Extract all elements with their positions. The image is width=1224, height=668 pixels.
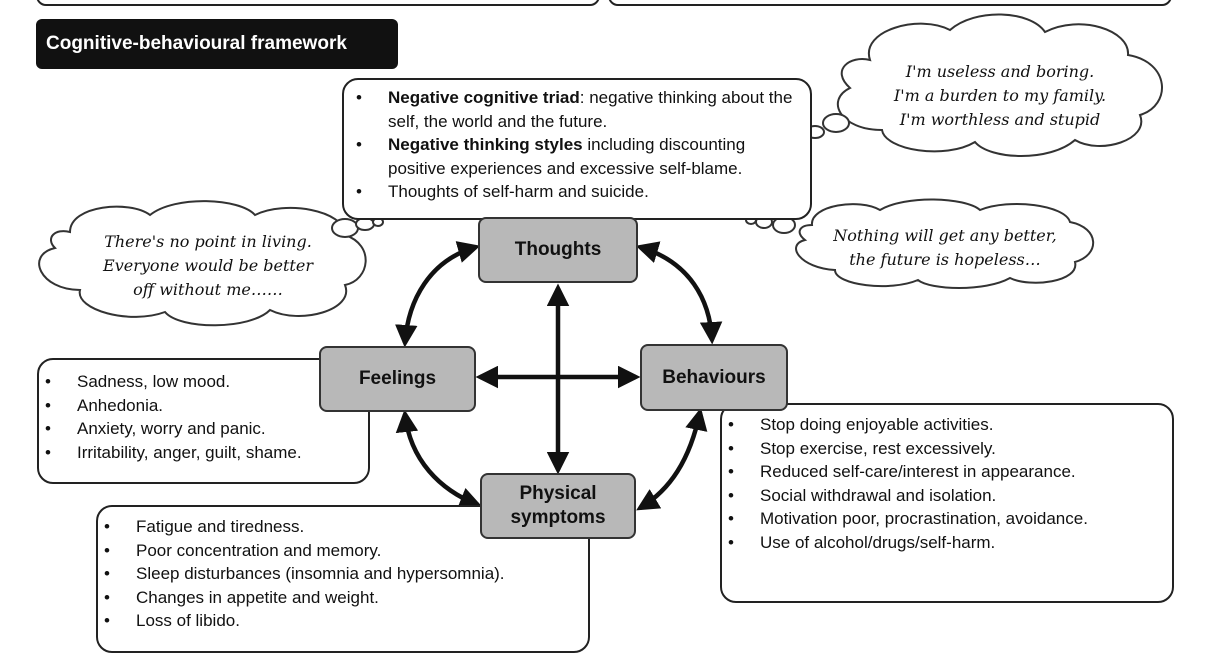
bubble-line: the future is hopeless… [849,250,1041,269]
bubble-line: Nothing will get any better, [833,226,1057,245]
arrow-thoughts-behaviours [635,241,723,345]
list-item: Sadness, low mood. [41,370,360,394]
list-item: Changes in appetite and weight. [100,586,580,610]
bubble-line: I'm worthless and stupid [899,110,1101,129]
behaviours-detail-box: Stop doing enjoyable activities. Stop ex… [720,403,1174,603]
arrow-feelings-physical [395,409,483,509]
thought-bubble-useless-text: I'm useless and boring. I'm a burden to … [850,60,1150,132]
node-physical-label: Physical symptoms [510,483,606,528]
list-item: Use of alcohol/drugs/self-harm. [724,531,1164,555]
bubble-line: I'm useless and boring. [905,62,1095,81]
feelings-detail-box: Sadness, low mood. Anhedonia. Anxiety, w… [37,358,370,484]
list-item: Negative thinking styles including disco… [352,133,802,180]
list-item: Sleep disturbances (insomnia and hyperso… [100,562,580,586]
list-item: Stop doing enjoyable activities. [724,413,1164,437]
node-feelings: Feelings [319,346,476,412]
node-thoughts: Thoughts [478,217,638,283]
section-title: Cognitive-behavioural framework [36,19,398,69]
bubble-line: off without me…… [133,280,283,299]
arrow-behaviours-physical [636,407,708,511]
node-behaviours: Behaviours [640,344,788,411]
thought-cloud-no-point [38,200,384,327]
list-item: Thoughts of self-harm and suicide. [352,180,802,204]
thoughts-detail-box: Negative cognitive triad: negative think… [342,78,812,220]
list-item: Anxiety, worry and panic. [41,417,360,441]
list-item: Social withdrawal and isolation. [724,484,1164,508]
thought-cloud-useless [795,13,1163,157]
list-item: Negative cognitive triad: negative think… [352,86,802,133]
list-item: Stop exercise, rest excessively. [724,437,1164,461]
list-item: Motivation poor, procrastination, avoida… [724,507,1164,531]
bubble-line: Everyone would be better [103,256,313,275]
list-item: Reduced self-care/interest in appearance… [724,460,1164,484]
physical-detail-box: Fatigue and tiredness. Poor concentratio… [96,505,590,653]
list-item: Poor concentration and memory. [100,539,580,563]
node-physical-symptoms: Physical symptoms [480,473,636,539]
bubble-line: I'm a burden to my family. [893,86,1107,105]
arrow-thoughts-feelings [395,241,481,348]
list-item: Loss of libido. [100,609,580,633]
list-item: Anhedonia. [41,394,360,418]
list-item: Fatigue and tiredness. [100,515,580,539]
thought-bubble-no-point-text: There's no point in living. Everyone wou… [58,230,358,302]
list-item: Irritability, anger, guilt, shame. [41,441,360,465]
bubble-line: There's no point in living. [104,232,312,251]
thought-bubble-hopeless-text: Nothing will get any better, the future … [800,224,1090,272]
